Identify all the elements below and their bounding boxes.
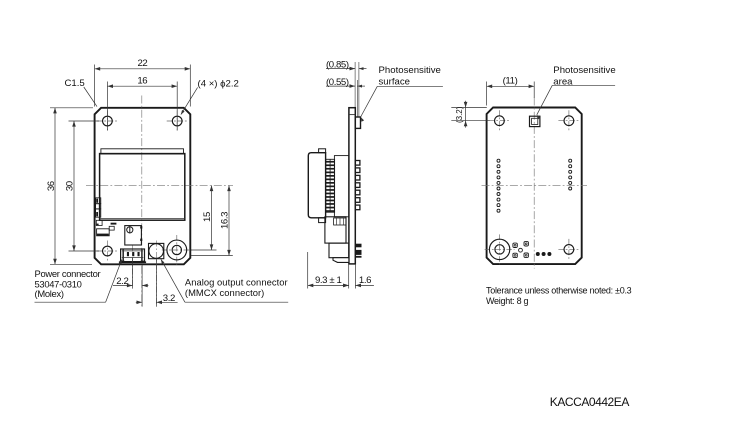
svg-text:Photosensitive: Photosensitive xyxy=(553,65,615,76)
svg-text:(0.85): (0.85) xyxy=(326,59,349,70)
svg-text:(11): (11) xyxy=(503,76,518,87)
svg-text:Weight: 8 g: Weight: 8 g xyxy=(486,296,529,306)
svg-text:(3.2): (3.2) xyxy=(455,106,464,123)
svg-text:16.3: 16.3 xyxy=(220,212,231,229)
svg-text:C1.5: C1.5 xyxy=(65,78,85,89)
svg-text:2.2: 2.2 xyxy=(116,276,128,287)
svg-text:Photosensitive: Photosensitive xyxy=(379,65,441,76)
svg-text:1.6: 1.6 xyxy=(359,275,371,286)
svg-text:Analog output connector: Analog output connector xyxy=(185,276,288,287)
svg-text:16: 16 xyxy=(137,75,147,86)
svg-text:(Molex): (Molex) xyxy=(35,288,64,299)
svg-text:(0.55): (0.55) xyxy=(326,77,349,88)
svg-text:15: 15 xyxy=(202,212,213,222)
svg-text:surface: surface xyxy=(379,77,410,88)
svg-text:22: 22 xyxy=(137,58,147,69)
svg-text:Power connector: Power connector xyxy=(35,268,101,279)
svg-text:30: 30 xyxy=(65,181,76,191)
svg-text:KACCA0442EA: KACCA0442EA xyxy=(550,395,630,409)
svg-text:(4 ×) ϕ2.2: (4 ×) ϕ2.2 xyxy=(198,79,239,90)
svg-text:(MMCX connector): (MMCX connector) xyxy=(185,287,264,298)
svg-text:area: area xyxy=(553,76,573,87)
svg-text:9.3 ± 1: 9.3 ± 1 xyxy=(315,275,342,286)
svg-text:Tolerance unless otherwise not: Tolerance unless otherwise noted: ±0.3 xyxy=(486,286,632,296)
svg-text:36: 36 xyxy=(46,181,57,191)
svg-text:3.2: 3.2 xyxy=(163,293,175,304)
svg-text:53047-0310: 53047-0310 xyxy=(35,278,82,289)
